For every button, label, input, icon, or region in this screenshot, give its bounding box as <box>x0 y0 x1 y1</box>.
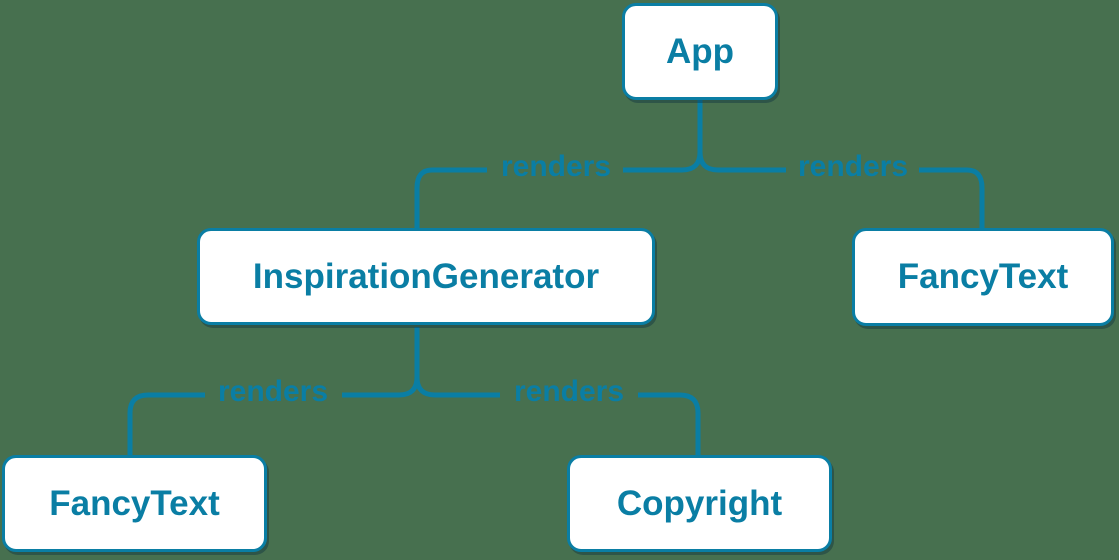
node-fancy-text-right-label: FancyText <box>897 257 1069 296</box>
node-copyright-label: Copyright <box>616 483 783 523</box>
node-fancy-text-left: FancyText <box>2 455 267 552</box>
node-inspiration-generator-label: InspirationGenerator <box>252 256 600 296</box>
edge-label-renders-3: renders <box>217 375 329 408</box>
edge-label-renders-1: renders <box>500 150 612 183</box>
node-fancy-text-right: FancyText <box>852 228 1114 326</box>
edge-label-renders-2: renders <box>797 150 909 183</box>
node-fancy-text-left-label: FancyText <box>49 483 220 523</box>
node-copyright: Copyright <box>567 455 832 552</box>
edge-inspirationgenerator-to-copyright <box>414 327 701 457</box>
node-app: App <box>622 3 778 100</box>
edge-label-renders-4: renders <box>513 375 625 408</box>
node-app-label: App <box>665 31 735 71</box>
node-inspiration-generator: InspirationGenerator <box>197 228 655 325</box>
edge-app-to-fancytext <box>697 100 985 229</box>
